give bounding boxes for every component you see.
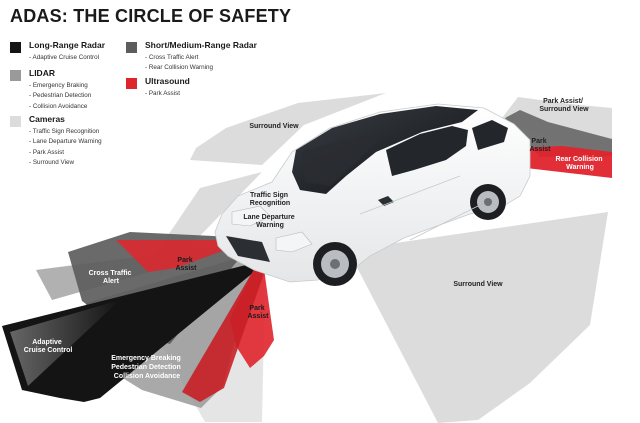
- legend-items: Park Assist: [145, 89, 180, 99]
- legend-heading: LIDAR: [29, 68, 55, 78]
- ultrasound-rear-zone: [518, 146, 612, 178]
- legend-items: Emergency Braking Pedestrian Detection C…: [29, 81, 91, 112]
- legend-heading: Long-Range Radar: [29, 40, 106, 50]
- legend-heading: Ultrasound: [145, 76, 190, 86]
- label-park-assist-side: Park Assist: [247, 305, 269, 320]
- label-park-assist-surround-view: Park Assist/ Surround View: [539, 98, 589, 113]
- legend-item: Lane Departure Warning: [29, 137, 102, 147]
- label-lidar-front: Emergency Breaking Pedestrian Detection …: [111, 355, 183, 380]
- legend-swatch: [126, 42, 137, 53]
- ultrasound-zones: [116, 146, 612, 402]
- radar-long-range-zone: [2, 262, 258, 402]
- diagram-labels: Surround View Surround View Park Assist/…: [24, 98, 604, 380]
- label-surround-view-bottom: Surround View: [453, 281, 503, 288]
- radar-rear-zone: [505, 110, 612, 157]
- legend-heading: Cameras: [29, 114, 65, 124]
- ultrasound-front-beam: [182, 252, 268, 402]
- legend-items: Adaptive Cruise Control: [29, 53, 100, 63]
- legend-item: Park Assist: [145, 89, 180, 99]
- legend-item: Traffic Sign Recognition: [29, 127, 102, 137]
- camera-surround-view-bottom-zone: [348, 212, 608, 423]
- label-park-assist-front: Park Assist: [175, 257, 197, 272]
- legend-items: Traffic Sign Recognition Lane Departure …: [29, 127, 102, 169]
- legend-swatch: [10, 70, 21, 81]
- label-rear-collision-warning: Rear Collision Warning: [555, 156, 604, 171]
- label-park-assist-rear: Park Assist: [529, 138, 551, 153]
- legend-item: Cross Traffic Alert: [145, 53, 213, 63]
- legend-item: Park Assist: [29, 148, 102, 158]
- label-surround-view-top: Surround View: [249, 123, 299, 130]
- legend-item: Adaptive Cruise Control: [29, 53, 100, 63]
- legend-swatch: [10, 116, 21, 127]
- ultrasound-park-assist-side-zone: [230, 254, 274, 368]
- legend-item: Rear Collision Warning: [145, 63, 213, 73]
- long-range-radar-zones: [2, 262, 258, 402]
- legend-item: Collision Avoidance: [29, 102, 91, 112]
- legend-swatch: [10, 42, 21, 53]
- legend-swatch: [126, 78, 137, 89]
- label-traffic-sign-recognition: Traffic Sign Recognition: [250, 192, 290, 207]
- label-lane-departure-warning: Lane Departure Warning: [243, 214, 296, 229]
- legend-items: Cross Traffic Alert Rear Collision Warni…: [145, 53, 213, 74]
- legend-heading: Short/Medium-Range Radar: [145, 40, 257, 50]
- legend-item: Surround View: [29, 158, 102, 168]
- ultrasound-park-assist-front-zone: [116, 240, 252, 272]
- label-cross-traffic-alert: Cross Traffic Alert: [89, 270, 134, 285]
- car-illustration: [214, 103, 531, 286]
- camera-surround-view-top-zone: [190, 93, 386, 165]
- page-title: ADAS: THE CIRCLE OF SAFETY: [10, 6, 292, 26]
- legend-item: Pedestrian Detection: [29, 91, 91, 101]
- legend-item: Emergency Braking: [29, 81, 91, 91]
- label-adaptive-cruise-control: Adaptive Cruise Control: [24, 339, 73, 354]
